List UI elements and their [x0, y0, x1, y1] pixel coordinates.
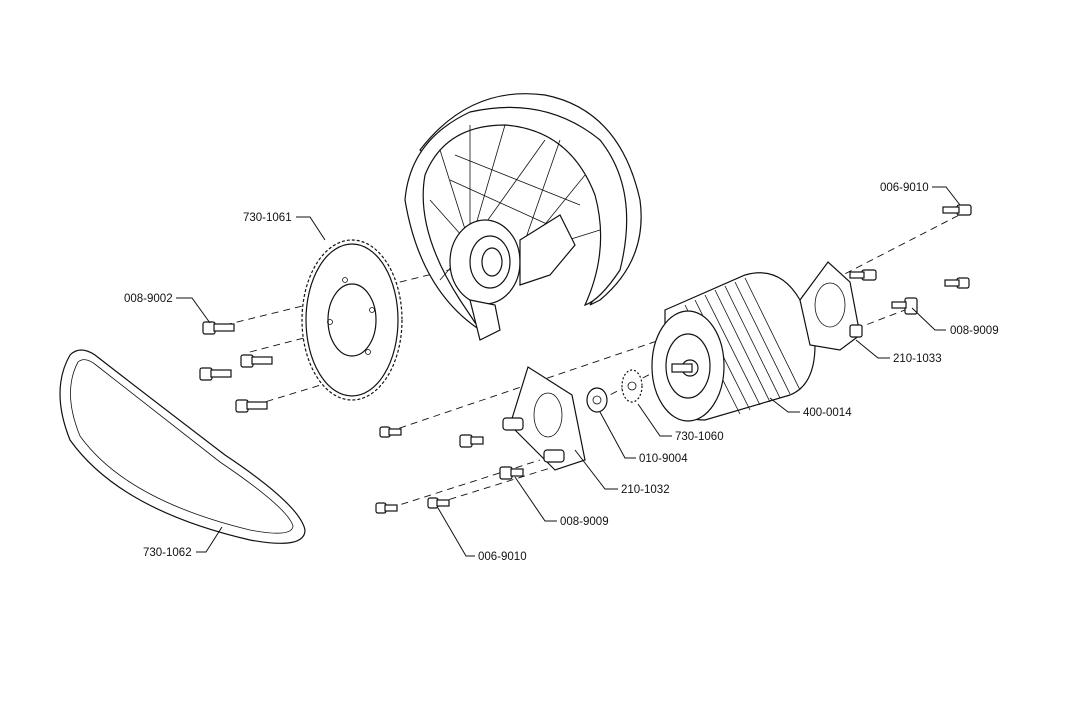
label-400-0014: 400-0014: [803, 407, 852, 419]
label-730-1060: 730-1060: [675, 431, 724, 443]
front-mount-plate: [502, 366, 586, 471]
label-010-9004: 010-9004: [639, 453, 688, 465]
label-210-1033: 210-1033: [893, 353, 942, 365]
motor: [651, 272, 816, 422]
drive-belt: [59, 349, 306, 544]
motor-sprocket: [621, 369, 643, 403]
label-006-9010-top: 006-9010: [880, 182, 929, 194]
label-730-1062: 730-1062: [143, 547, 192, 559]
sprocket-nut: [586, 387, 608, 413]
right-bolts: [849, 204, 972, 315]
motor-mount-plate: [799, 261, 863, 351]
part-labels: 730-1061 008-9002 730-1062 006-9010 008-…: [124, 182, 999, 563]
label-210-1032: 210-1032: [621, 484, 670, 496]
rear-sprocket: [301, 239, 403, 401]
label-008-9009-bottom: 008-9009: [560, 516, 609, 528]
label-730-1061: 730-1061: [243, 212, 292, 224]
rear-wheel: [404, 93, 642, 341]
leader-lines: [176, 186, 961, 557]
label-008-9002: 008-9002: [124, 293, 173, 305]
sprocket-bolts: [199, 321, 273, 413]
bottom-bolts: [375, 426, 524, 514]
label-008-9009-right: 008-9009: [950, 325, 999, 337]
label-006-9010-bottom: 006-9010: [478, 551, 527, 563]
